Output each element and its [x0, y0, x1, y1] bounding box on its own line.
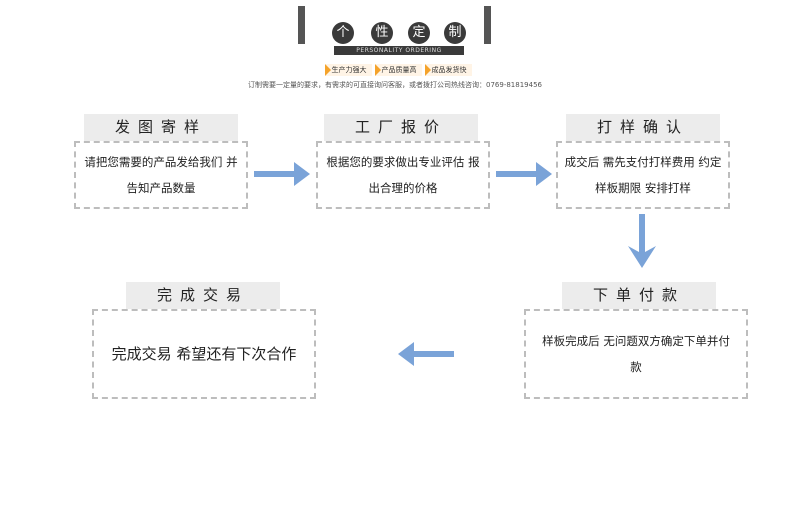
step-2-title: 工厂报价 [324, 114, 478, 141]
arrow-right-icon [496, 162, 552, 186]
step-1-title: 发图寄样 [84, 114, 238, 141]
tag-triangle-icon [375, 64, 381, 76]
step-5-text: 完成交易 希望还有下次合作 [111, 345, 297, 363]
tag-1-label: 生产力强大 [331, 66, 367, 74]
step-4-box: 样板完成后 无问题双方确定下单并付款 [524, 309, 748, 399]
step-2-text: 根据您的要求做出专业评估 报出合理的价格 [326, 155, 480, 195]
header-left-bar [298, 6, 305, 44]
step-3-title: 打样确认 [566, 114, 720, 141]
step-2-box: 根据您的要求做出专业评估 报出合理的价格 [316, 141, 490, 209]
step-3-text: 成交后 需先支付打样费用 约定样板期限 安排打样 [564, 155, 722, 195]
step-5-box: 完成交易 希望还有下次合作 [92, 309, 316, 399]
title-char-1: 个 [332, 22, 354, 44]
tag-1: 生产力强大 [325, 64, 372, 76]
tag-triangle-icon [325, 64, 331, 76]
step-3-box: 成交后 需先支付打样费用 约定样板期限 安排打样 [556, 141, 730, 209]
tag-2: 产品质量高 [375, 64, 422, 76]
arrow-down-icon [628, 214, 656, 268]
step-4-title: 下单付款 [562, 282, 716, 309]
title-char-4: 制 [444, 22, 466, 44]
title-char-3: 定 [408, 22, 430, 44]
tag-3-label: 成品发货快 [431, 66, 467, 74]
arrow-left-icon [398, 342, 454, 366]
header-right-bar [484, 6, 491, 44]
step-4-text: 样板完成后 无问题双方确定下单并付款 [542, 334, 730, 374]
title-char-2: 性 [371, 22, 393, 44]
contact-line: 订制需要一定量的要求，有需求的可直接询问客服，或者拨打公司热线咨询：0769-8… [248, 81, 542, 89]
tag-2-label: 产品质量高 [381, 66, 417, 74]
step-1-text: 请把您需要的产品发给我们 并告知产品数量 [84, 155, 238, 195]
step-5-title: 完成交易 [126, 282, 280, 309]
tag-triangle-icon [425, 64, 431, 76]
tag-3: 成品发货快 [425, 64, 472, 76]
arrow-right-icon [254, 162, 310, 186]
header-subtitle: PERSONALITY ORDERING [334, 46, 464, 55]
step-1-box: 请把您需要的产品发给我们 并告知产品数量 [74, 141, 248, 209]
